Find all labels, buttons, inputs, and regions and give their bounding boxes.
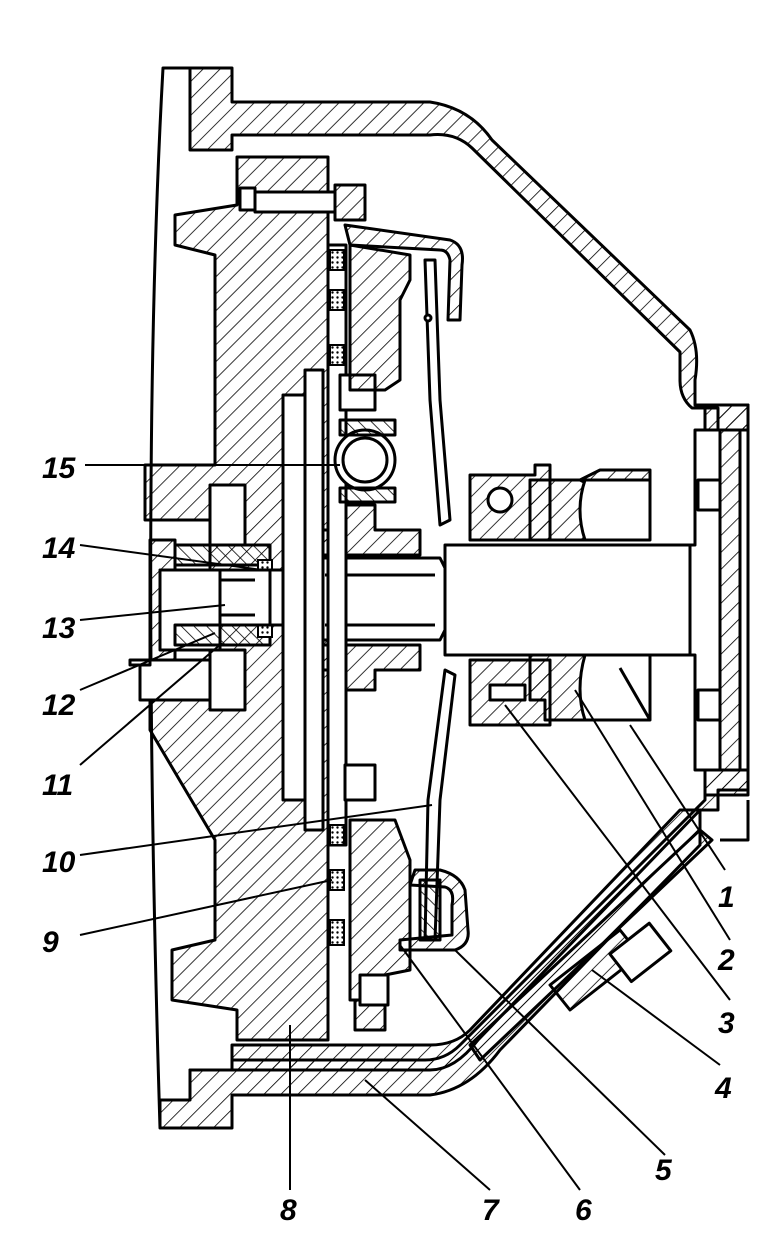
release-fork-cover (468, 828, 714, 1062)
callout-10: 10 (42, 846, 76, 879)
clutch-cover (343, 223, 470, 952)
callout-3: 3 (718, 1007, 735, 1040)
driven-disc (326, 243, 377, 946)
transmission-flange (688, 428, 742, 772)
damper-spring (333, 418, 397, 504)
callout-2: 2 (717, 944, 735, 977)
callout-7: 7 (482, 1194, 500, 1227)
callout-4: 4 (714, 1072, 732, 1105)
callout-1: 1 (718, 881, 735, 914)
callout-labels: 15 14 13 12 11 10 9 8 7 6 5 4 3 2 1 (42, 452, 735, 1227)
callout-leaders (79, 464, 731, 1191)
callout-13: 13 (42, 612, 76, 645)
callout-9: 9 (42, 926, 59, 959)
callout-8: 8 (280, 1194, 297, 1227)
callout-5: 5 (655, 1154, 673, 1187)
callout-12: 12 (42, 689, 76, 722)
pressure-plate (348, 243, 412, 1032)
callout-15: 15 (42, 452, 77, 485)
callout-6: 6 (575, 1194, 592, 1227)
callout-11: 11 (42, 769, 73, 802)
callout-14: 14 (42, 532, 76, 565)
release-fork (578, 478, 652, 722)
